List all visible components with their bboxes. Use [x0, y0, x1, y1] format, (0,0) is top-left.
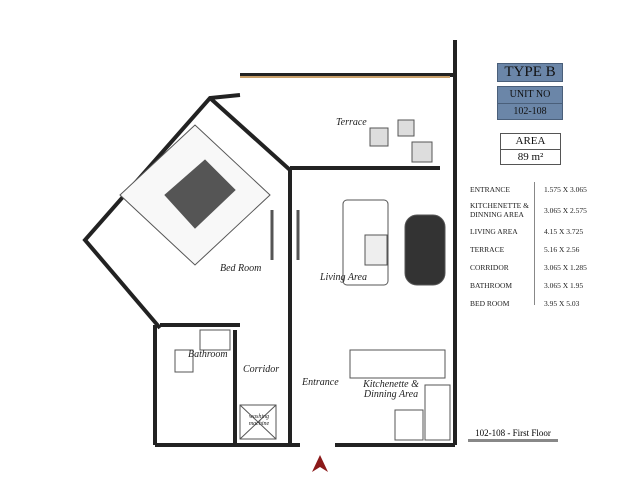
room-label-terrace: Terrace [336, 117, 367, 128]
table-row: LIVING AREA 4.15 X 3.725 [470, 222, 610, 240]
room-size: 3.065 X 2.575 [544, 205, 587, 215]
room-name: CORRIDOR [470, 262, 509, 272]
table-row: BATHROOM 3.065 X 1.95 [470, 276, 610, 294]
room-size: 1.575 X 3.065 [544, 184, 587, 194]
room-label-corridor: Corridor [243, 364, 280, 375]
room-size: 4.15 X 3.725 [544, 226, 584, 236]
floor-caption: 102-108 - First Floor [468, 428, 558, 442]
room-name: KITCHENETTE & DINNING AREA [470, 201, 529, 219]
unit-number-box: UNIT NO 102-108 [497, 86, 563, 120]
room-dimensions-table: ENTRANCE 1.575 X 3.065 KITCHENETTE & DINN… [470, 180, 610, 312]
area-box: AREA 89 m² [500, 133, 561, 165]
unit-number-value: 102-108 [498, 103, 562, 120]
area-label: AREA [515, 135, 546, 147]
table-row: CORRIDOR 3.065 X 1.285 [470, 258, 610, 276]
room-size: 3.065 X 1.285 [544, 262, 587, 272]
table-row: TERRACE 5.16 X 2.56 [470, 240, 610, 258]
room-name: BED ROOM [470, 298, 510, 308]
room-label-bathroom: Bathroom [188, 349, 228, 360]
north-arrow-icon [312, 455, 328, 472]
room-label-entrance: Entrance [302, 377, 339, 388]
room-size: 3.065 X 1.95 [544, 280, 584, 290]
table-row: BED ROOM 3.95 X 5.03 [470, 294, 610, 312]
unit-number-label: UNIT NO [509, 89, 551, 100]
room-name: LIVING AREA [470, 226, 518, 236]
room-name: TERRACE [470, 244, 505, 254]
room-label-kitchen: Kitchenette & Dinning Area [363, 379, 419, 400]
room-name: BATHROOM [470, 280, 513, 290]
walls [82, 40, 457, 447]
room-label-bedroom: Bed Room [220, 263, 262, 274]
room-size: 3.95 X 5.03 [544, 298, 580, 308]
room-name: ENTRANCE [470, 184, 510, 194]
area-value: 89 m² [501, 149, 560, 165]
unit-type-badge: TYPE B [497, 63, 563, 82]
room-label-living: Living Area [320, 272, 367, 283]
room-size: 5.16 X 2.56 [544, 244, 580, 254]
divider [534, 182, 535, 305]
table-row: KITCHENETTE & DINNING AREA 3.065 X 2.575 [470, 198, 610, 222]
room-label-washer: washing machine [248, 414, 270, 427]
table-row: ENTRANCE 1.575 X 3.065 [470, 180, 610, 198]
